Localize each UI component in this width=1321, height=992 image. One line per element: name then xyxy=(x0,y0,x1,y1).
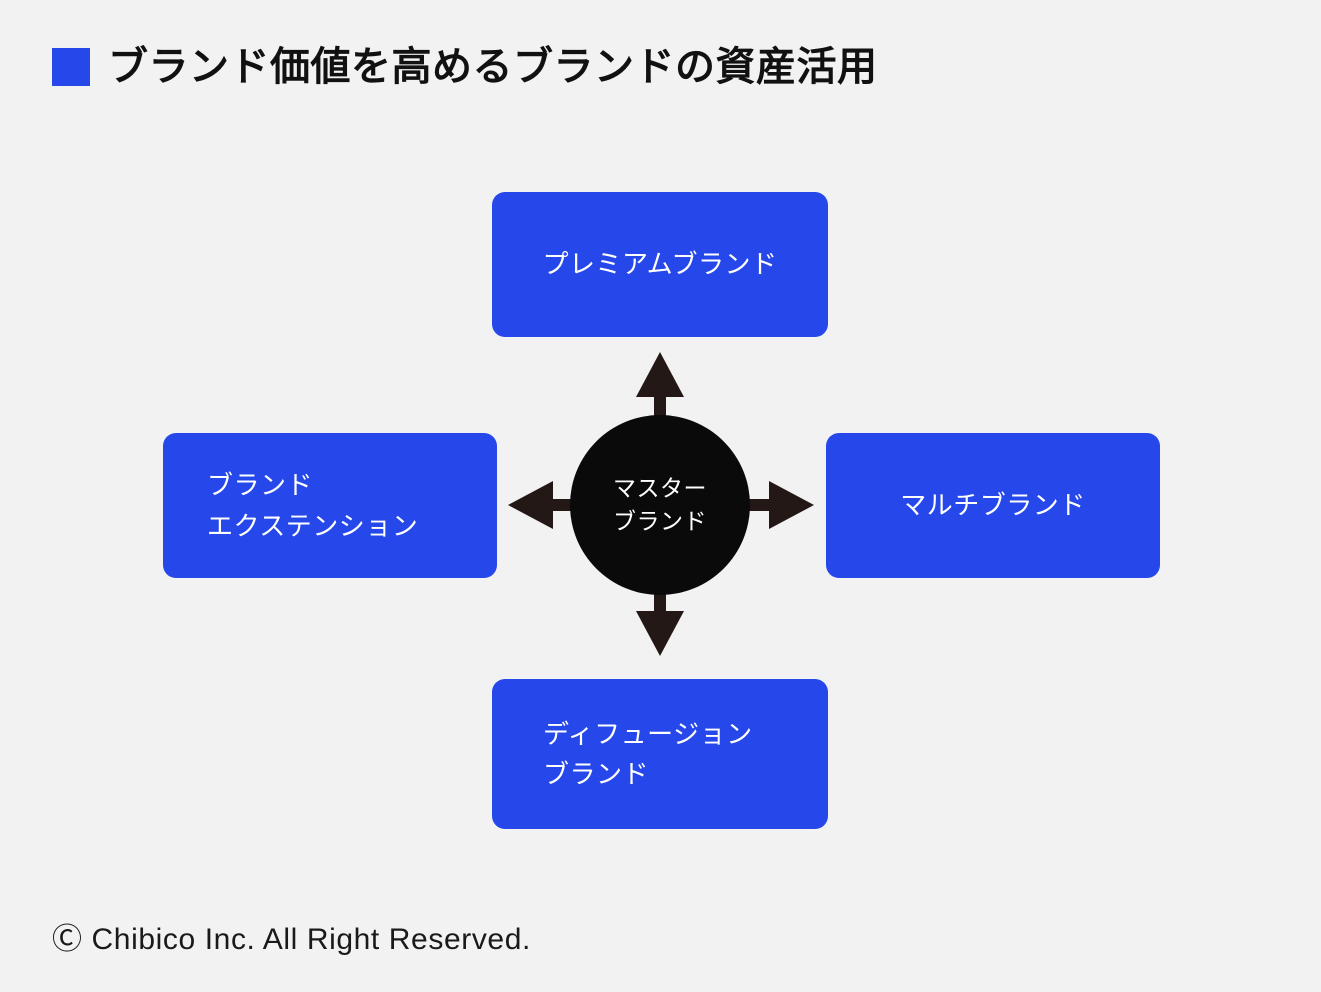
node-brand-extension-label: ブランド エクステンション xyxy=(207,470,419,541)
node-diffusion-brand-label: ディフュージョン ブランド xyxy=(543,718,753,789)
page-title: ブランド価値を高めるブランドの資産活用 xyxy=(108,45,878,89)
node-master-brand-label: マスター ブランド xyxy=(613,474,707,534)
node-diffusion-brand[interactable]: ディフュージョン ブランド xyxy=(492,679,828,829)
node-premium-brand[interactable]: プレミアムブランド xyxy=(492,192,828,337)
node-multi-brand-label: マルチブランド xyxy=(900,490,1086,521)
node-premium-brand-label: プレミアムブランド xyxy=(542,249,778,280)
copyright-footer: Ⓒ Chibico Inc. All Right Reserved. xyxy=(52,923,531,956)
node-brand-extension[interactable]: ブランド エクステンション xyxy=(163,433,497,578)
node-multi-brand[interactable]: マルチブランド xyxy=(826,433,1160,578)
slide-header: ブランド価値を高めるブランドの資産活用 xyxy=(52,45,878,90)
blue-square-bullet-icon xyxy=(52,48,90,87)
node-master-brand[interactable]: マスター ブランド xyxy=(570,415,750,595)
